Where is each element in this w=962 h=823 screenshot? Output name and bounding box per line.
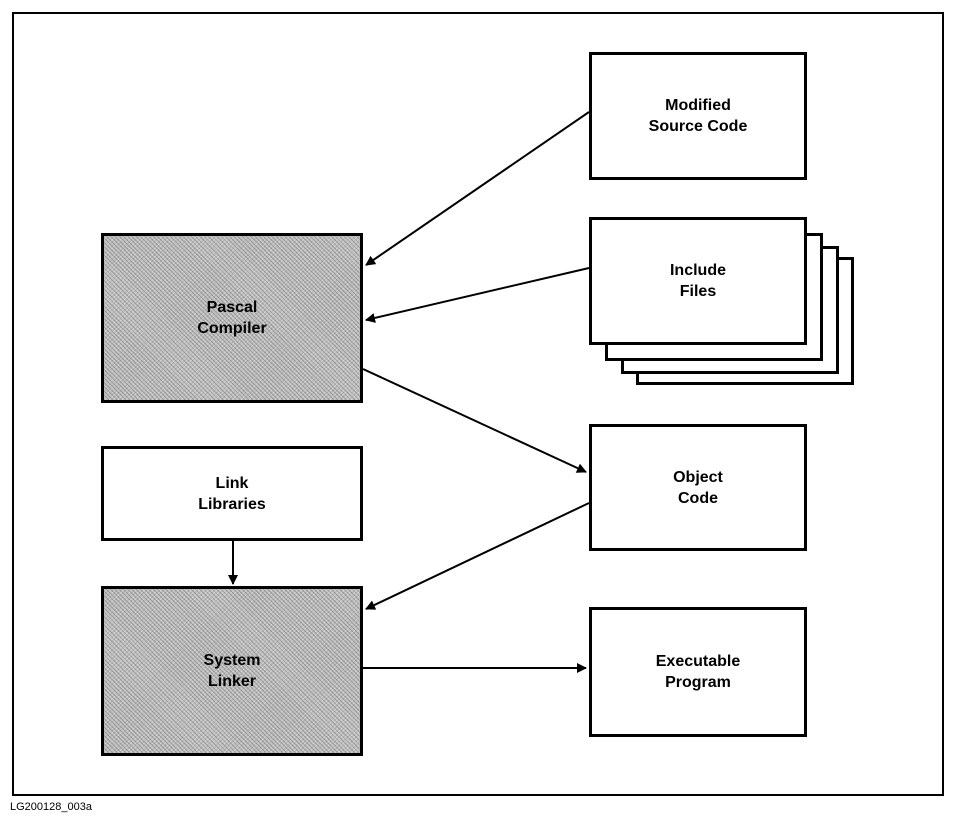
link-libraries-label: Link Libraries — [198, 474, 266, 513]
include-files-label: Include Files — [669, 262, 726, 300]
pascal-compiler-box: Pascal Compiler — [101, 233, 363, 403]
object-code-label: Object Code — [673, 468, 723, 507]
object-code-box: Object Code — [589, 424, 807, 551]
system-linker-label: System Linker — [203, 652, 261, 690]
link-libraries-box: Link Libraries — [101, 446, 363, 541]
diagram-frame — [12, 12, 944, 796]
system-linker-box: System Linker — [101, 586, 363, 756]
arrow-source-to-compiler — [365, 111, 590, 266]
modified-source-code-label: Modified Source Code — [648, 97, 748, 135]
executable-program-label: Executable Program — [655, 653, 741, 691]
include-files-box: Include Files — [589, 217, 807, 345]
executable-program-box: Executable Program — [589, 607, 807, 737]
arrow-object-to-linker — [365, 502, 590, 610]
modified-source-code-box: Modified Source Code — [589, 52, 807, 180]
arrow-compiler-to-object — [362, 368, 587, 473]
pascal-compiler-label: Pascal Compiler — [197, 299, 267, 337]
figure-id-caption: LG200128_003a — [10, 801, 92, 813]
arrow-include-to-compiler — [365, 267, 590, 323]
